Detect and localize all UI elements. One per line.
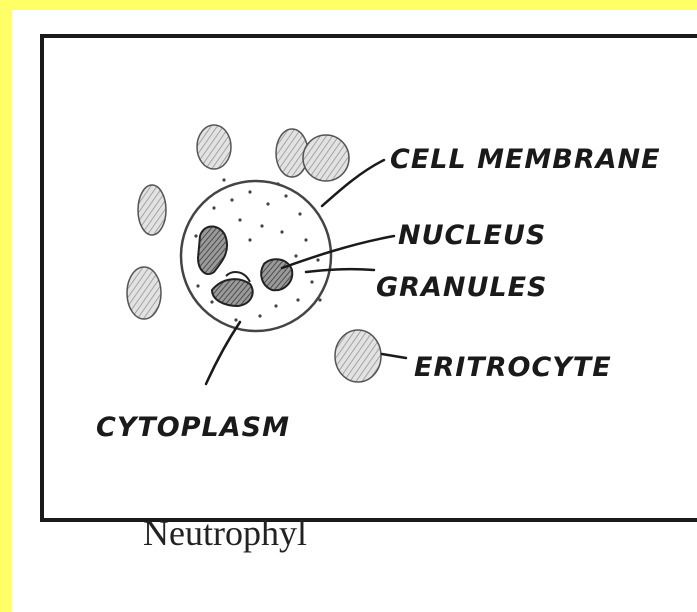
figure-caption: Neutrophyl	[0, 512, 450, 554]
label-eritrocyte: ERITROCYTE	[414, 352, 612, 383]
nucleus-lobe	[261, 259, 292, 290]
erythrocyte-labeled	[335, 330, 381, 382]
erythrocyte-shape	[197, 125, 231, 169]
label-granules: GRANULES	[376, 272, 547, 303]
label-cytoplasm: CYTOPLASM	[96, 412, 290, 443]
erythrocyte-shape	[303, 135, 349, 181]
label-nucleus: NUCLEUS	[398, 220, 546, 251]
pointer-eritrocyte	[382, 354, 406, 358]
label-cell-membrane: CELL MEMBRANE	[390, 144, 661, 175]
erythrocyte-shape	[138, 185, 166, 235]
erythrocyte-shape	[127, 267, 161, 319]
pointer-cytoplasm	[206, 322, 240, 384]
